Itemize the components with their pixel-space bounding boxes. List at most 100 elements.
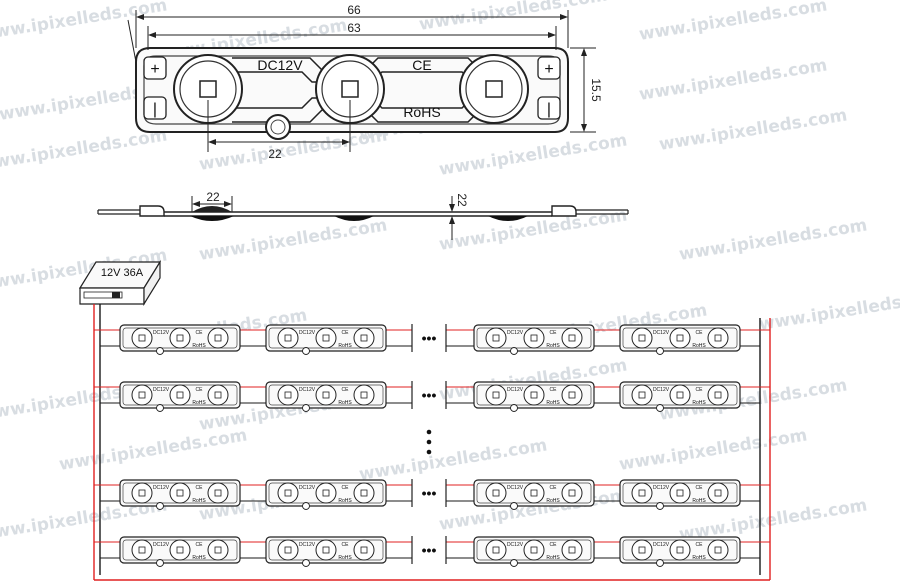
vertical-ellipsis-dot xyxy=(426,449,432,455)
mini-led-module: DC12V CE RoHS xyxy=(473,324,595,355)
mini-led-module: DC12V CE RoHS xyxy=(473,536,595,567)
watermark-text: www.ipixelleds.com xyxy=(678,215,869,265)
minus-symbol-left: | xyxy=(153,101,157,118)
module-array: DC12V CE RoHS DC12V CE RoHS DC12V CE RoHS DC12V CE… xyxy=(119,324,741,567)
mini-rohs-label: RoHS xyxy=(338,343,352,349)
mini-rohs-label: RoHS xyxy=(692,400,706,406)
mini-ce-label: CE xyxy=(550,387,558,393)
mini-ce-label: CE xyxy=(696,387,704,393)
mini-rohs-label: RoHS xyxy=(546,498,560,504)
mini-voltage-label: DC12V xyxy=(653,485,670,491)
ellipsis-markers: ••• ••• ••• ••• xyxy=(422,330,437,558)
mini-voltage-label: DC12V xyxy=(153,542,170,548)
mini-rohs-label: RoHS xyxy=(192,400,206,406)
horizontal-ellipsis: ••• xyxy=(422,542,437,558)
mini-led-module: DC12V CE RoHS xyxy=(619,536,741,567)
mini-ce-label: CE xyxy=(696,330,704,336)
mini-ce-label: CE xyxy=(196,542,204,548)
watermark-text: www.ipixelleds.com xyxy=(758,285,900,335)
mini-ce-label: CE xyxy=(196,485,204,491)
mini-voltage-label: DC12V xyxy=(653,387,670,393)
mini-rohs-label: RoHS xyxy=(546,343,560,349)
minus-symbol-right: | xyxy=(547,101,551,118)
plus-symbol-left: + xyxy=(150,61,159,78)
mini-rohs-label: RoHS xyxy=(692,343,706,349)
watermark-text: www.ipixelleds.com xyxy=(198,215,389,265)
mini-voltage-label: DC12V xyxy=(153,387,170,393)
module-ce-label: CE xyxy=(412,57,431,73)
mini-voltage-label: DC12V xyxy=(507,330,524,336)
mini-ce-label: CE xyxy=(196,387,204,393)
module-rohs-label: RoHS xyxy=(403,104,440,120)
mini-voltage-label: DC12V xyxy=(507,542,524,548)
power-supply-label: 12V 36A xyxy=(101,267,144,279)
watermark-text: www.ipixelleds.com xyxy=(618,425,809,475)
mini-led-module: DC12V CE RoHS xyxy=(265,536,387,567)
mini-ce-label: CE xyxy=(196,330,204,336)
mini-ce-label: CE xyxy=(342,542,350,548)
mini-rohs-label: RoHS xyxy=(192,498,206,504)
mini-ce-label: CE xyxy=(342,485,350,491)
module-side-view: 22 22 xyxy=(97,190,629,240)
led-lens-1 xyxy=(173,54,243,124)
mini-rohs-label: RoHS xyxy=(338,400,352,406)
dim-side-pitch: 22 xyxy=(206,190,220,204)
mini-rohs-label: RoHS xyxy=(338,498,352,504)
module-voltage-label: DC12V xyxy=(257,57,303,73)
dim-overall-length: 66 xyxy=(347,3,361,17)
mini-led-module: DC12V CE RoHS xyxy=(619,381,741,412)
watermark-text: www.ipixelleds.com xyxy=(358,435,549,485)
watermark-text: www.ipixelleds.com xyxy=(0,0,169,45)
mini-ce-label: CE xyxy=(550,542,558,548)
mini-led-module: DC12V CE RoHS xyxy=(119,381,241,412)
led-lens-3 xyxy=(459,54,529,124)
horizontal-ellipsis: ••• xyxy=(422,485,437,501)
dim-height: 15.5 xyxy=(589,78,603,102)
mini-voltage-label: DC12V xyxy=(299,387,316,393)
mini-voltage-label: DC12V xyxy=(653,330,670,336)
mini-voltage-label: DC12V xyxy=(299,542,316,548)
mini-led-module: DC12V CE RoHS xyxy=(265,479,387,510)
mini-voltage-label: DC12V xyxy=(299,485,316,491)
dim-side-height: 22 xyxy=(455,193,469,207)
dim-led-pitch: 22 xyxy=(268,147,282,161)
mini-rohs-label: RoHS xyxy=(546,555,560,561)
plus-symbol-right: + xyxy=(544,61,553,78)
mini-voltage-label: DC12V xyxy=(507,485,524,491)
mini-rohs-label: RoHS xyxy=(192,343,206,349)
mini-rohs-label: RoHS xyxy=(692,555,706,561)
dimension-lines-top: 66 63 15.5 22 xyxy=(135,3,603,161)
watermark-text: www.ipixelleds.com xyxy=(638,55,829,105)
mini-voltage-label: DC12V xyxy=(653,542,670,548)
watermark-text: www.ipixelleds.com xyxy=(438,205,629,255)
dim-inner-length: 63 xyxy=(347,21,361,35)
mini-led-module: DC12V CE RoHS xyxy=(119,479,241,510)
mini-voltage-label: DC12V xyxy=(153,485,170,491)
mini-led-module: DC12V CE RoHS xyxy=(473,381,595,412)
watermark-text: www.ipixelleds.com xyxy=(638,0,829,45)
mini-led-module: DC12V CE RoHS xyxy=(473,479,595,510)
horizontal-ellipsis: ••• xyxy=(422,330,437,346)
mini-ce-label: CE xyxy=(696,485,704,491)
mini-led-module: DC12V CE RoHS xyxy=(119,536,241,567)
mini-rohs-label: RoHS xyxy=(338,555,352,561)
mini-ce-label: CE xyxy=(550,330,558,336)
mini-ce-label: CE xyxy=(550,485,558,491)
mini-led-module: DC12V CE RoHS xyxy=(265,381,387,412)
power-supply: 12V 36A xyxy=(78,259,162,307)
mini-led-module: DC12V CE RoHS xyxy=(619,479,741,510)
mini-ce-label: CE xyxy=(696,542,704,548)
mini-ce-label: CE xyxy=(342,330,350,336)
horizontal-ellipsis: ••• xyxy=(422,387,437,403)
mini-ce-label: CE xyxy=(342,387,350,393)
module-top-view: + | + | DC12V CE RoHS xyxy=(127,19,569,140)
watermark-text: www.ipixelleds.com xyxy=(658,105,849,155)
mini-rohs-label: RoHS xyxy=(192,555,206,561)
mini-rohs-label: RoHS xyxy=(692,498,706,504)
mini-voltage-label: DC12V xyxy=(507,387,524,393)
mini-rohs-label: RoHS xyxy=(546,400,560,406)
